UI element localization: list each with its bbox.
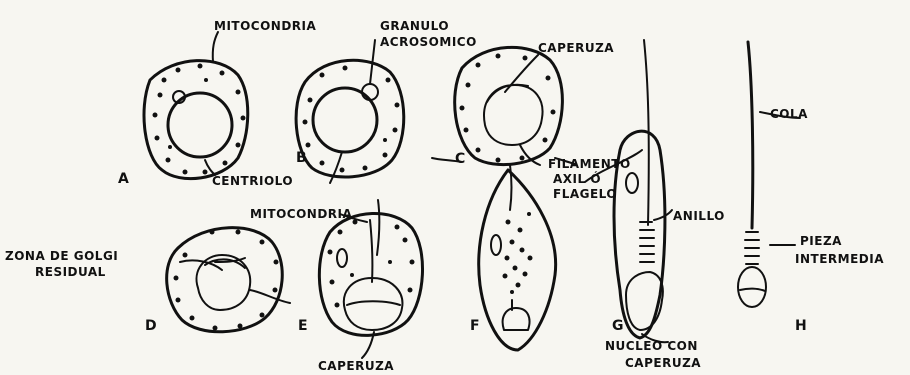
label-pieza-1: PIEZA [800, 234, 842, 248]
label-filamento-1: FILAMENTO [548, 157, 631, 171]
label-mitocondria-mid: MITOCONDRIA [250, 207, 353, 221]
label-granulo-1: GRANULO [380, 19, 449, 33]
stage-letter-b: B [296, 150, 307, 166]
label-zona-1: ZONA DE GOLGI [5, 249, 118, 263]
label-caperuza-bottom: CAPERUZA [318, 359, 394, 373]
leader-lines [213, 32, 800, 342]
cell-e [319, 200, 422, 358]
cell-h [738, 42, 766, 307]
label-anillo: ANILLO [673, 209, 725, 223]
stage-letter-a: A [118, 171, 129, 187]
stage-letter-d: D [145, 318, 157, 334]
stage-letter-e: E [298, 318, 308, 334]
cell-b [296, 40, 404, 183]
cell-g [614, 40, 665, 338]
label-nucleo-2: CAPERUZA [625, 356, 701, 370]
label-zona-2: RESIDUAL [35, 265, 106, 279]
cell-c [455, 47, 563, 165]
cell-f [479, 165, 556, 350]
cell-d [167, 228, 290, 332]
stage-letter-h: H [795, 318, 807, 334]
label-filamento-3: FLAGELO [553, 187, 617, 201]
label-mitocondria-top: MITOCONDRIA [214, 19, 317, 33]
label-caperuza-top: CAPERUZA [538, 41, 614, 55]
label-filamento-2: AXIL Ó [553, 171, 601, 186]
label-centriolo: CENTRIOLO [212, 174, 293, 188]
cell-a [144, 61, 248, 179]
label-nucleo-1: NUCLEO CON [605, 339, 698, 353]
stage-letter-c: C [455, 151, 465, 167]
stage-letter-g: G [612, 318, 624, 334]
label-cola: COLA [770, 107, 808, 121]
label-granulo-2: ACROSOMICO [380, 35, 477, 49]
stage-letter-f: F [470, 318, 480, 334]
label-pieza-2: INTERMEDIA [795, 252, 884, 266]
